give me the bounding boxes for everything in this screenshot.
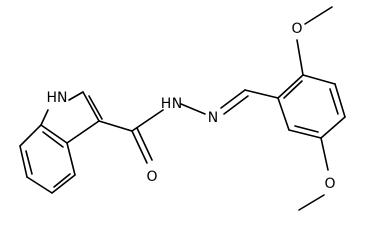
dimethoxyphenyl-ring (277, 74, 346, 139)
hydrazide-h-label: H (161, 96, 172, 112)
carbonyl-oxygen-label: O (146, 169, 157, 185)
methoxy-top-oxygen-label: O (291, 21, 302, 37)
chemical-structure-diagram: HN O N H N O O (19, 6, 346, 211)
indole-benzene-ring (19, 124, 76, 194)
indole-pyrrole-ring (40, 91, 103, 144)
methoxy-groups (296, 6, 333, 211)
carboxamide-group (98, 109, 164, 164)
indole-nh-label: HN (47, 90, 68, 106)
imine-n-label: N (208, 110, 218, 126)
hydrazone-linker (180, 89, 279, 115)
methoxy-bottom-oxygen-label: O (324, 176, 335, 192)
hydrazide-n-label: N (172, 96, 182, 112)
